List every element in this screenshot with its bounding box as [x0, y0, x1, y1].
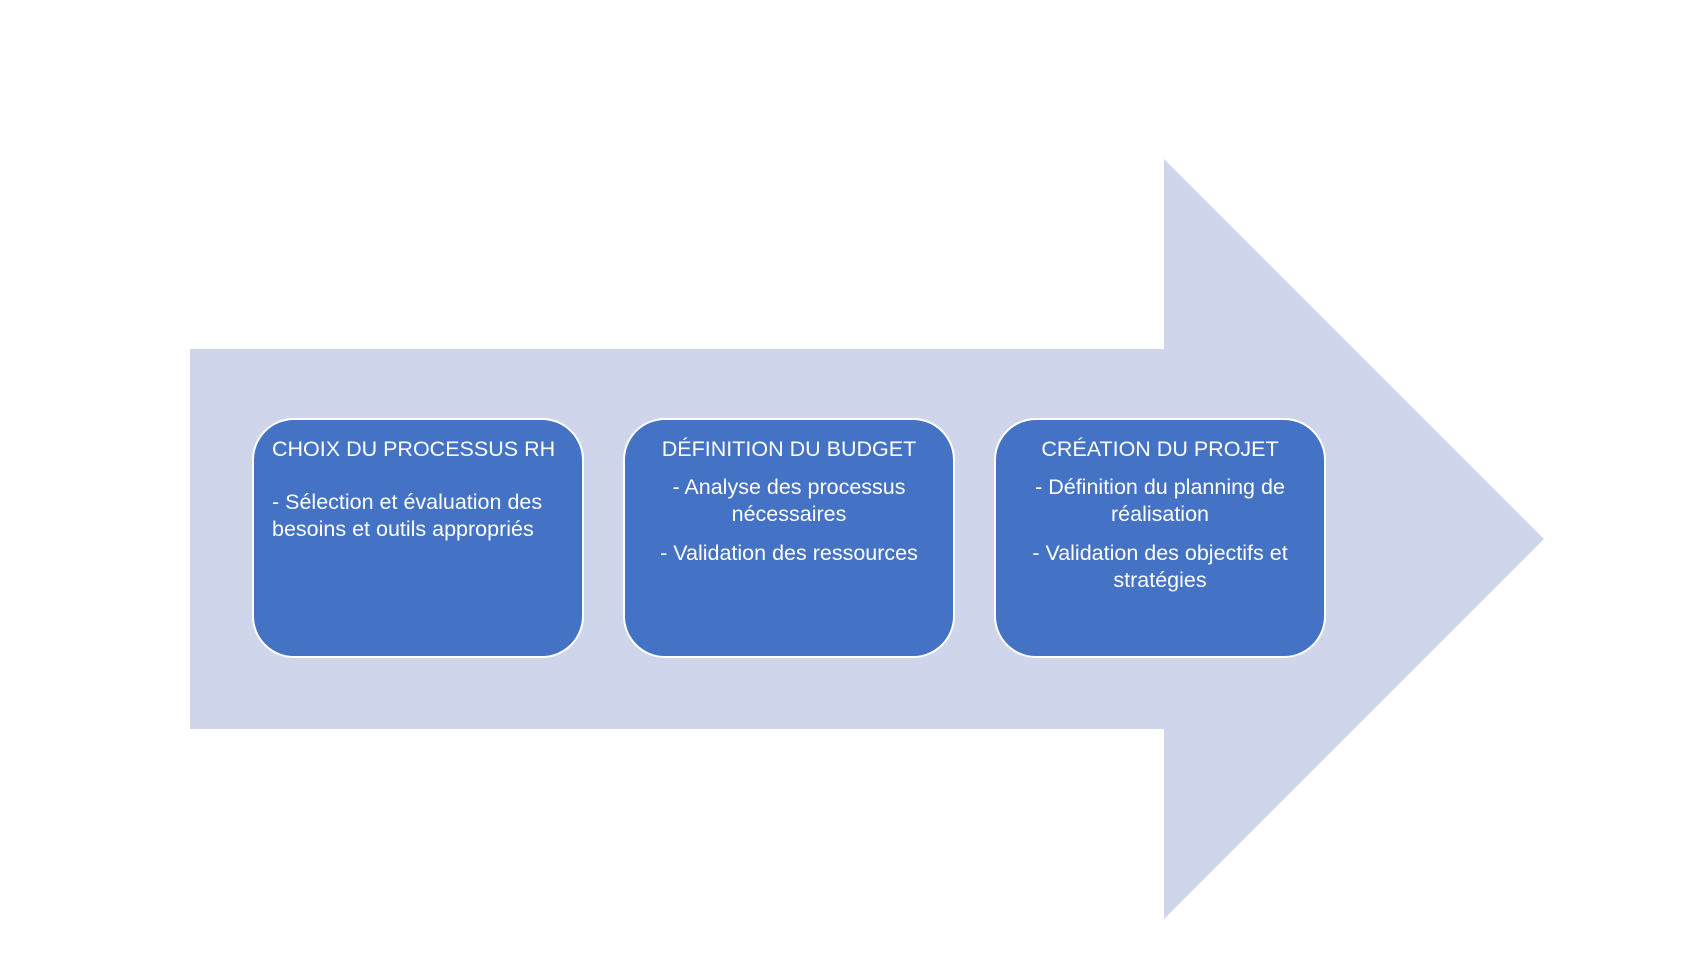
step-box-definition-budget: DÉFINITION DU BUDGET - Analyse des proce… [623, 418, 955, 658]
step-item: - Sélection et évaluation des besoins et… [272, 490, 543, 541]
step-item-list: - Sélection et évaluation des besoins et… [272, 489, 566, 543]
step-box-creation-projet: CRÉATION DU PROJET - Définition du plann… [994, 418, 1326, 658]
step-item: - Définition du planning de réalisation [1035, 475, 1285, 526]
step-title: CRÉATION DU PROJET [1041, 437, 1279, 461]
step-title: CHOIX DU PROCESSUS RH [272, 437, 556, 461]
step-item: - Validation des ressources [660, 541, 918, 565]
step-item: - Analyse des processus nécessaires [672, 475, 906, 526]
step-title: DÉFINITION DU BUDGET [661, 437, 917, 461]
step-box-choix-processus-rh: CHOIX DU PROCESSUS RH - Sélection et éva… [252, 418, 584, 658]
step-item-list: - Définition du planning de réalisation … [1012, 474, 1308, 594]
step-item-list: - Analyse des processus nécessaires - Va… [641, 474, 937, 567]
step-item: - Validation des objectifs et stratégies [1032, 541, 1288, 592]
